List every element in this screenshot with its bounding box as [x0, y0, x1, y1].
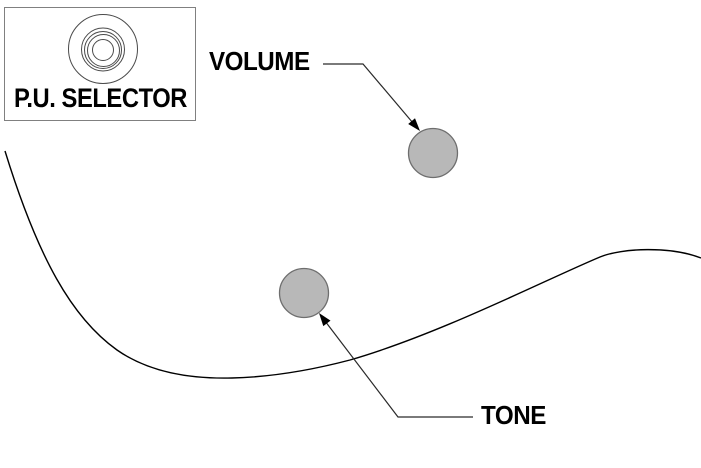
pu-selector-label: P.U. SELECTOR [14, 83, 187, 113]
volume-knob [407, 127, 459, 179]
tone-label: TONE [481, 400, 546, 430]
tone-arrowhead [319, 313, 331, 327]
tone-knob [278, 267, 330, 319]
pu-selector-legend-box: P.U. SELECTOR [4, 7, 196, 121]
rotary-selector-icon [68, 14, 138, 84]
volume-label: VOLUME [209, 46, 310, 76]
volume-arrow [323, 63, 420, 131]
volume-arrowhead [408, 118, 420, 131]
tone-arrow [319, 313, 473, 418]
guitar-body-outline [4, 150, 701, 379]
